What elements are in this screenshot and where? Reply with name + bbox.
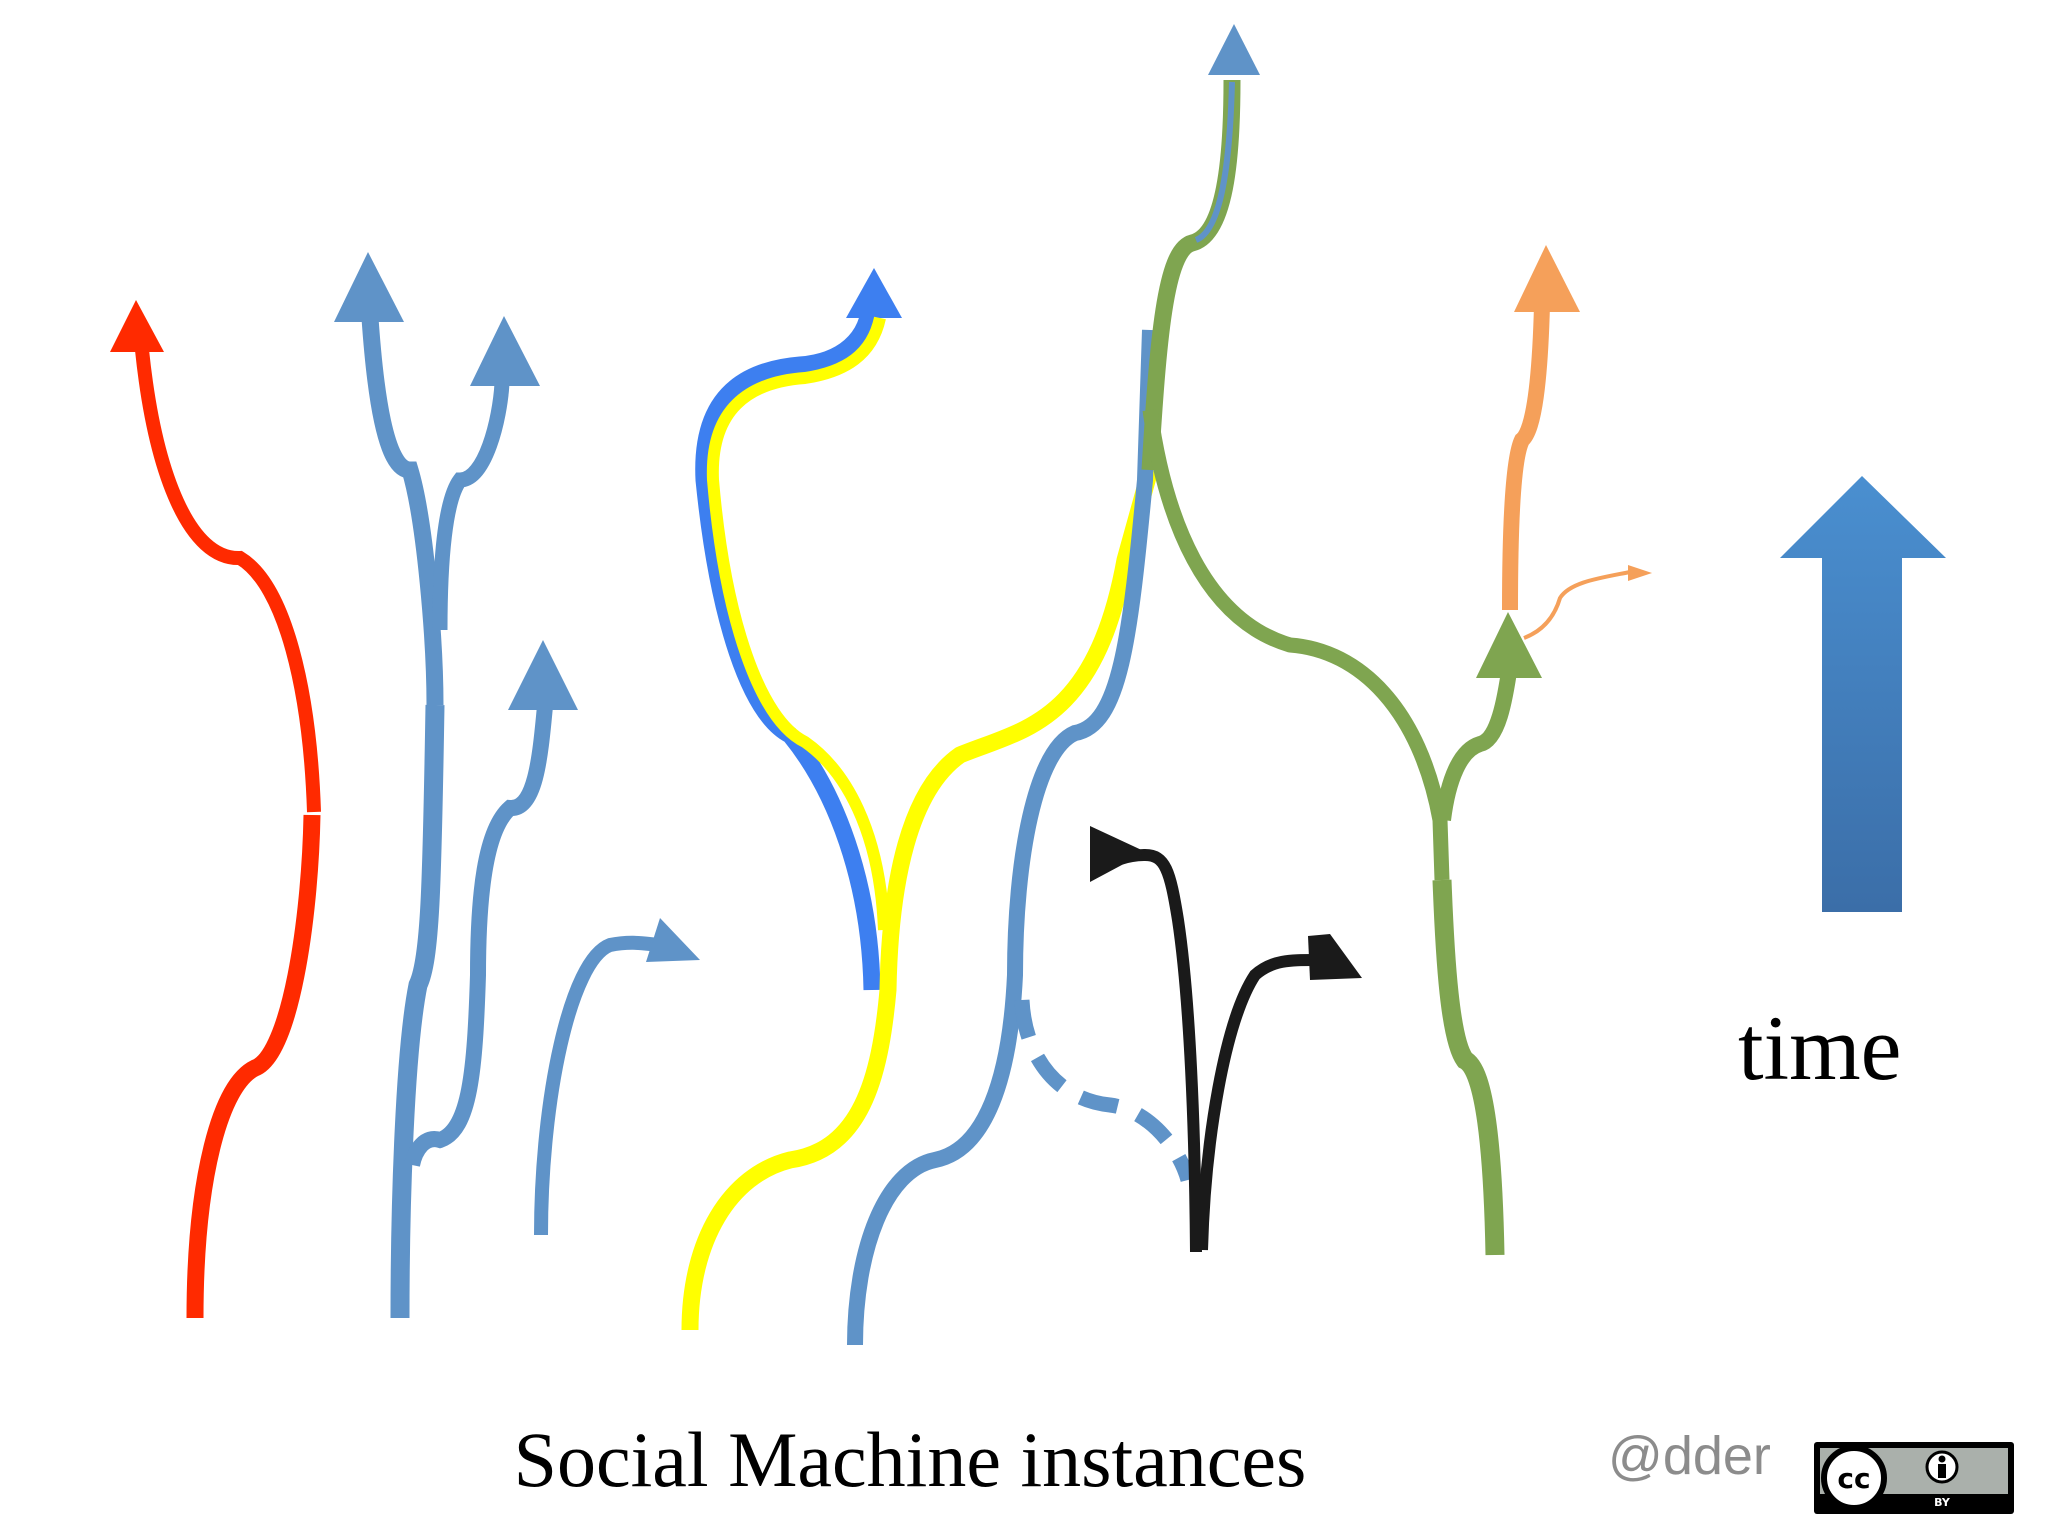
orange-arrowhead [1514,245,1580,312]
diagram-caption: Social Machine instances [513,1416,1307,1503]
by-text: BY [1934,1496,1951,1509]
black-arrowhead-1 [1090,826,1146,882]
orange-instance [1502,245,1652,640]
cc-by-license-badge[interactable]: cc BY [1812,1440,2016,1516]
time-arrow [1780,476,1946,912]
blue-arrowhead-2 [470,316,540,386]
time-label: time [1738,997,1902,1099]
blue-top-arrowhead [1208,24,1260,75]
red-instance [110,300,321,1319]
blue-instance-left [334,252,700,1319]
black-instance [1090,826,1362,1253]
red-arrowhead [110,300,164,352]
blue-arrowhead-1 [334,252,404,322]
bright-blue-arrowhead [846,268,902,318]
blue-arrowhead-4 [646,918,700,962]
blue-instance-center [847,329,1196,1346]
orange-small-arrowhead [1628,565,1652,581]
green-arrowhead [1476,612,1542,678]
author-handle: @dder [1608,1426,1771,1486]
blue-yellow-instance [681,268,1159,1331]
cc-text: cc [1837,1462,1870,1495]
cc-icon [1821,1445,1887,1511]
black-arrowhead-2 [1308,934,1362,980]
blue-arrowhead-3 [508,640,578,710]
green-instance [1141,24,1542,1256]
